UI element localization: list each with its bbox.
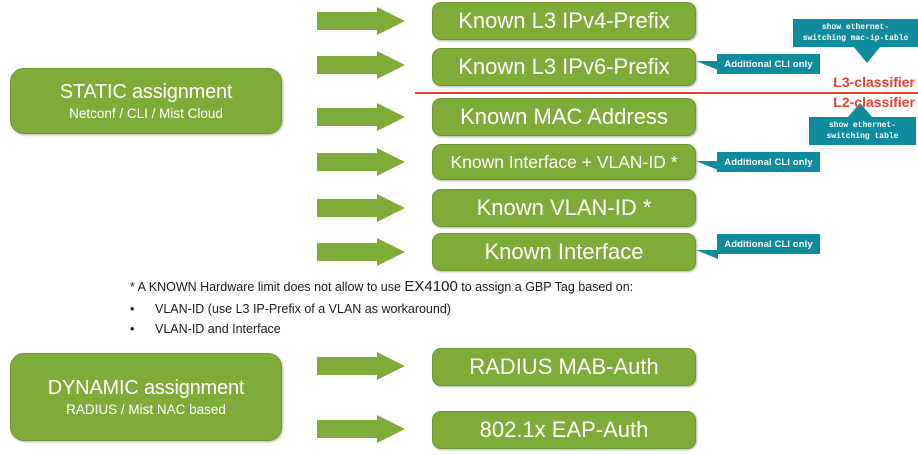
callout-additional-cli-iface-vlan[interactable]: Additional CLI only — [717, 152, 820, 172]
flow-arrow-static-1 — [317, 7, 405, 35]
flow-arrow-static-2 — [317, 51, 405, 79]
callout-cmd-mac-ip-table[interactable]: show ethernet- switching mac-ip-table — [793, 19, 918, 47]
footnote-bullet-marker-2: • — [130, 322, 135, 336]
dynamic-row-label: 802.1x EAP-Auth — [479, 417, 649, 442]
callout-label: Additional CLI only — [724, 156, 813, 168]
l3-classifier-label: L3-classifier — [833, 74, 915, 90]
footnote-lead-before: * A KNOWN Hardware limit does not allow … — [130, 280, 405, 294]
dynamic-assignment-title: DYNAMIC assignment — [47, 377, 245, 399]
callout-cmd-line2: switching table — [826, 132, 899, 141]
callout-tail-mac-ip-table — [853, 46, 881, 63]
callout-cmd-line2: switching mac-ip-table — [802, 34, 909, 43]
static-row-label: Known VLAN-ID * — [476, 195, 652, 220]
dynamic-assignment-box[interactable]: DYNAMIC assignment RADIUS / Mist NAC bas… — [10, 353, 282, 441]
callout-tail-switching-table — [847, 103, 873, 118]
static-row-known-interface-vlan-id[interactable]: Known Interface + VLAN-ID * — [432, 144, 696, 180]
static-row-known-l3-ipv4-prefix[interactable]: Known L3 IPv4-Prefix — [432, 2, 696, 40]
flow-arrow-static-5 — [317, 194, 405, 222]
static-row-known-vlan-id[interactable]: Known VLAN-ID * — [432, 189, 696, 227]
flow-arrow-dynamic-2 — [317, 415, 405, 443]
dynamic-row-8021x-eap-auth[interactable]: 802.1x EAP-Auth — [432, 411, 696, 449]
dynamic-row-label: RADIUS MAB-Auth — [469, 354, 659, 379]
callout-tail-iface — [696, 250, 718, 259]
footnote-bullet-marker-1: • — [130, 302, 135, 316]
callout-label: Additional CLI only — [724, 58, 813, 70]
callout-cmd-line1: show ethernet- — [828, 121, 897, 130]
static-row-label: Known L3 IPv6-Prefix — [458, 54, 670, 79]
flow-arrow-static-4 — [317, 148, 405, 176]
footnote-bullet-1: VLAN-ID (use L3 IP-Prefix of a VLAN as w… — [155, 302, 451, 316]
flow-arrow-static-6 — [317, 238, 405, 266]
static-assignment-box[interactable]: STATIC assignment Netconf / CLI / Mist C… — [10, 68, 282, 134]
static-row-label: Known MAC Address — [460, 104, 668, 129]
footnote-bullet-2: VLAN-ID and Interface — [155, 322, 281, 336]
flow-arrow-static-3 — [317, 103, 405, 131]
static-assignment-title: STATIC assignment — [59, 81, 233, 103]
callout-tail-iface-vlan — [696, 161, 718, 170]
callout-additional-cli-iface[interactable]: Additional CLI only — [717, 234, 820, 254]
callout-additional-cli-ipv6[interactable]: Additional CLI only — [717, 54, 820, 74]
l2-classifier-label: L2-classifier — [833, 94, 915, 110]
flow-arrow-dynamic-1 — [317, 352, 405, 380]
dynamic-assignment-subtitle: RADIUS / Mist NAC based — [66, 402, 226, 417]
static-assignment-subtitle: Netconf / CLI / Mist Cloud — [69, 106, 223, 121]
static-row-label: Known Interface — [484, 239, 644, 264]
static-row-known-interface[interactable]: Known Interface — [432, 233, 696, 271]
callout-tail-ipv6 — [696, 61, 718, 70]
footnote-lead: * A KNOWN Hardware limit does not allow … — [130, 279, 633, 295]
footnote-lead-emphasis: EX4100 — [404, 278, 458, 295]
callout-label: Additional CLI only — [724, 238, 813, 250]
footnote-lead-after: to assign a GBP Tag based on: — [457, 280, 634, 294]
static-row-label: Known Interface + VLAN-ID * — [450, 151, 678, 172]
callout-cmd-switching-table[interactable]: show ethernet- switching table — [809, 117, 916, 145]
static-row-known-mac-address[interactable]: Known MAC Address — [432, 98, 696, 136]
callout-cmd-line1: show ethernet- — [821, 23, 890, 32]
static-row-known-l3-ipv6-prefix[interactable]: Known L3 IPv6-Prefix — [432, 48, 696, 86]
classifier-divider-line — [415, 92, 918, 94]
static-row-label: Known L3 IPv4-Prefix — [458, 8, 670, 33]
dynamic-row-radius-mab-auth[interactable]: RADIUS MAB-Auth — [432, 348, 696, 386]
